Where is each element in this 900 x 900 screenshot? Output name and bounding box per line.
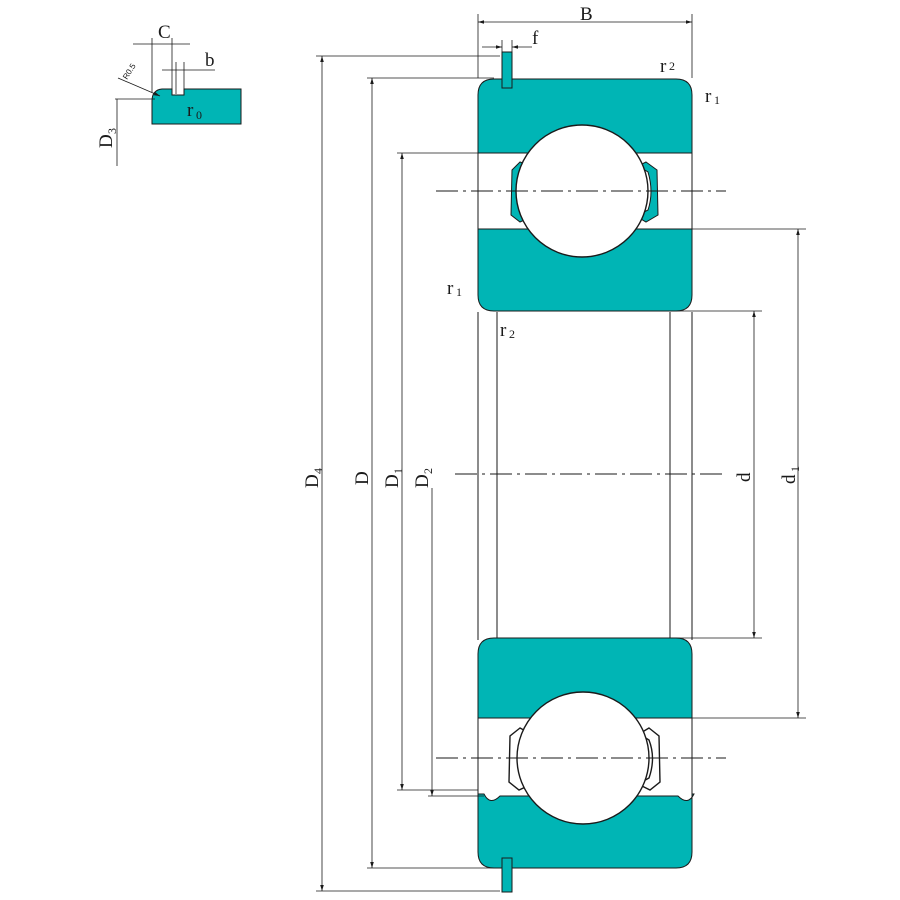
label-d1: d 1: [779, 466, 802, 484]
label-r0-5: R0.5: [121, 61, 138, 81]
svg-text:D: D: [302, 474, 323, 488]
svg-text:D: D: [412, 474, 433, 488]
svg-text:1: 1: [456, 285, 462, 299]
cage-top-right: [634, 161, 659, 223]
svg-text:D: D: [352, 471, 373, 485]
label-D3: D 3: [96, 128, 119, 148]
cage-bottom-right: [636, 727, 661, 791]
svg-text:2: 2: [509, 327, 515, 341]
svg-text:0: 0: [196, 108, 202, 122]
center-lines: [436, 190, 726, 759]
bore-outline: [477, 312, 693, 640]
svg-text:d: d: [734, 472, 755, 482]
svg-text:r: r: [705, 86, 712, 107]
svg-text:1: 1: [391, 468, 405, 474]
dimension-lines: [316, 14, 806, 892]
label-b: b: [205, 50, 215, 71]
svg-text:r: r: [500, 320, 507, 341]
svg-text:r: r: [660, 56, 667, 77]
snap-ring-bottom: [501, 857, 513, 893]
svg-text:d: d: [779, 474, 800, 484]
label-r1-left: r 1: [447, 278, 462, 299]
label-r0: r 0: [187, 100, 202, 122]
label-r1-top: r 1: [705, 86, 720, 107]
svg-text:D: D: [96, 134, 117, 148]
label-r2-bore: r 2: [500, 320, 515, 341]
svg-text:1: 1: [714, 93, 720, 107]
label-C: C: [158, 22, 171, 43]
svg-text:D: D: [382, 474, 403, 488]
svg-text:1: 1: [788, 466, 802, 472]
svg-text:r: r: [187, 100, 194, 121]
label-d: d: [734, 472, 755, 482]
snap-ring-groove-detail: [115, 38, 242, 166]
label-B: B: [580, 4, 593, 25]
svg-text:2: 2: [421, 468, 435, 474]
svg-text:2: 2: [669, 59, 675, 73]
svg-text:r: r: [447, 278, 454, 299]
label-D2: D 2: [412, 468, 435, 488]
snap-ring-top: [501, 51, 513, 89]
label-D: D: [352, 471, 373, 485]
svg-text:3: 3: [105, 128, 119, 134]
svg-text:4: 4: [311, 468, 325, 474]
label-f: f: [532, 28, 539, 49]
label-r2-top: r 2: [660, 56, 675, 77]
label-D1: D 1: [382, 468, 405, 488]
label-D4: D 4: [302, 468, 325, 488]
